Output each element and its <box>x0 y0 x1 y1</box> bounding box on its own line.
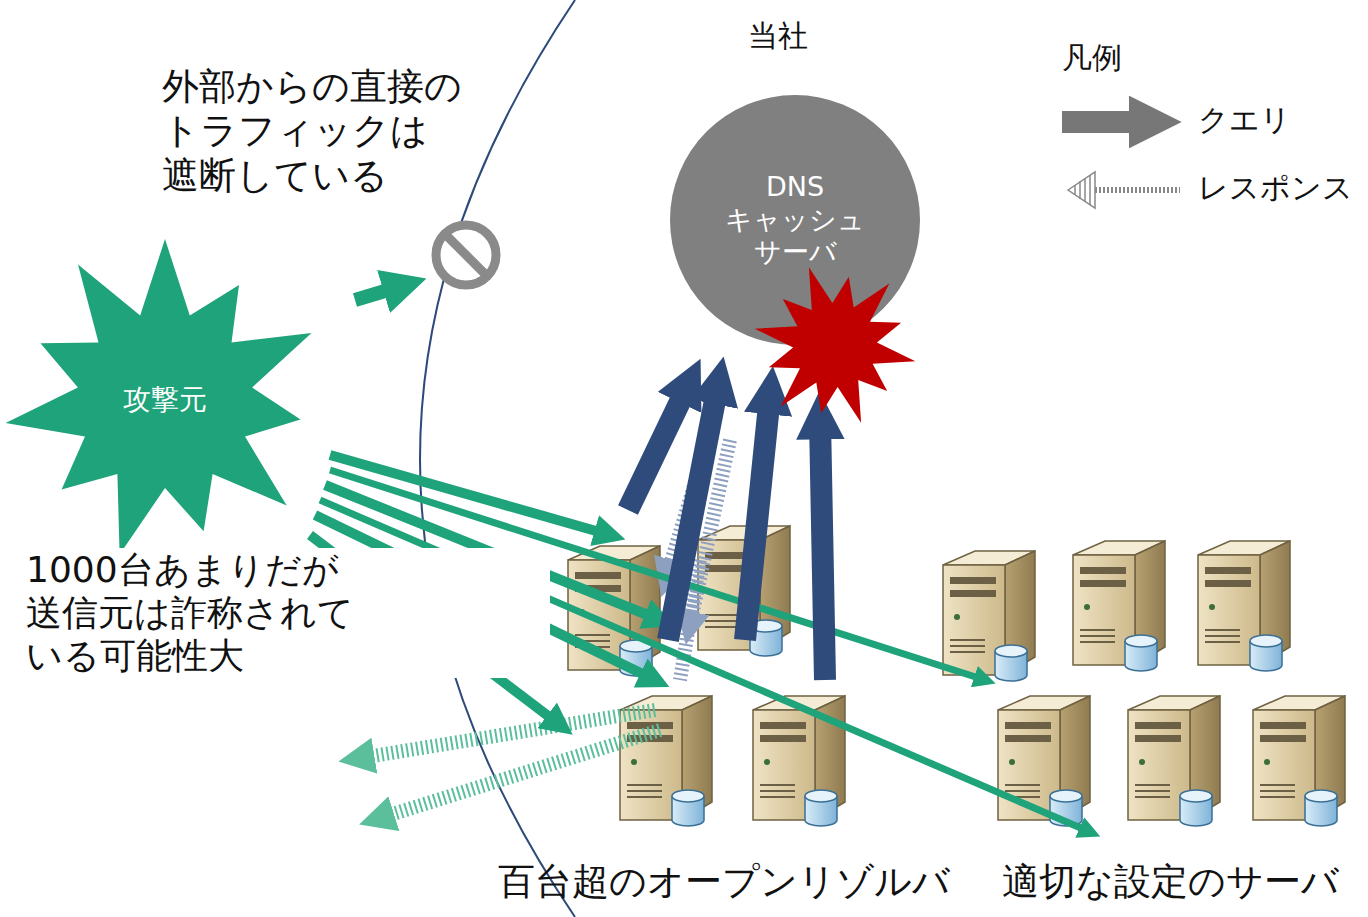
legend-text: クエリ <box>1198 102 1291 138</box>
node-text: DNS キャッシュ サーバ <box>690 171 900 268</box>
note-label: 1000台あまりだが 送信元は詐称されて いる可能性大 <box>22 548 550 678</box>
note-label: 当社 <box>748 18 948 54</box>
dns-cache-server: DNS キャッシュ サーバ <box>670 95 920 345</box>
note-label: 外部からの直接の トラフィックは 遮断している <box>162 65 562 198</box>
node-text: 攻撃元 <box>20 383 310 417</box>
note-label: 適切な設定のサーバ <box>1002 860 1368 904</box>
attacker-burst: 攻撃元 <box>0 200 330 600</box>
legend-text: レスポンス <box>1198 170 1353 206</box>
note-label: 百台超のオープンリゾルバ <box>498 860 1018 904</box>
note-label: 凡例 <box>1062 40 1262 76</box>
